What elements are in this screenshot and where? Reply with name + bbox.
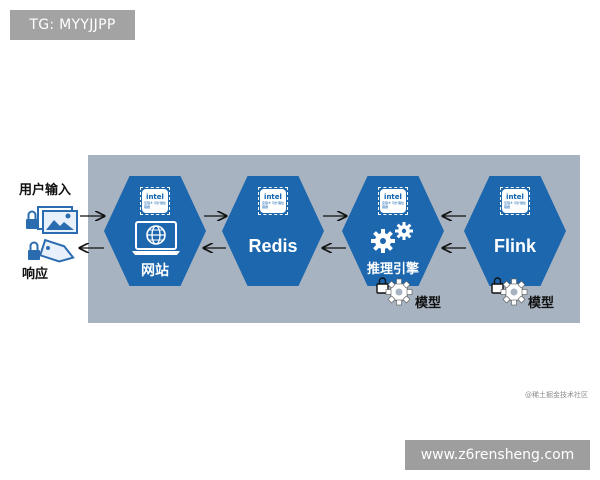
gears-icon: [371, 222, 413, 253]
node-inference-engine: intel 至强® 可扩展处理器: [342, 176, 444, 286]
lock-gear-icon: [491, 277, 528, 306]
intel-chip-icon: intel 至强® 可扩展处理器: [258, 187, 288, 215]
tag-badge: TG: MYYJJPP: [10, 10, 135, 40]
node-label: Flink: [493, 236, 536, 256]
node-label: Redis: [248, 236, 298, 256]
lock-gear-icon: [376, 277, 413, 306]
node-flink: intel 至强® 可扩展处理器 Flink: [464, 176, 566, 286]
image-upload-icon: [26, 206, 78, 234]
node-website: intel 至强® 可扩展处理器 网站: [104, 176, 206, 286]
site-badge: www.z6rensheng.com: [405, 440, 590, 470]
response-label: 响应: [22, 267, 49, 282]
node-label: 网站: [141, 263, 169, 279]
node-label: 推理引擎: [366, 262, 419, 277]
response-tag-icon: [28, 238, 75, 263]
watermark-text: @稀土掘金技术社区: [525, 391, 588, 399]
intel-chip-icon: intel 至强® 可扩展处理器: [500, 187, 530, 215]
globe-laptop-icon: [132, 221, 180, 255]
user-input-label: 用户输入: [19, 183, 72, 198]
model-label: 模型: [528, 296, 555, 311]
node-redis: intel 至强® 可扩展处理器 Redis: [222, 176, 324, 286]
intel-chip-icon: intel 至强® 可扩展处理器: [378, 187, 408, 215]
model-label: 模型: [415, 296, 442, 311]
intel-chip-icon: intel 至强® 可扩展处理器: [140, 187, 170, 215]
